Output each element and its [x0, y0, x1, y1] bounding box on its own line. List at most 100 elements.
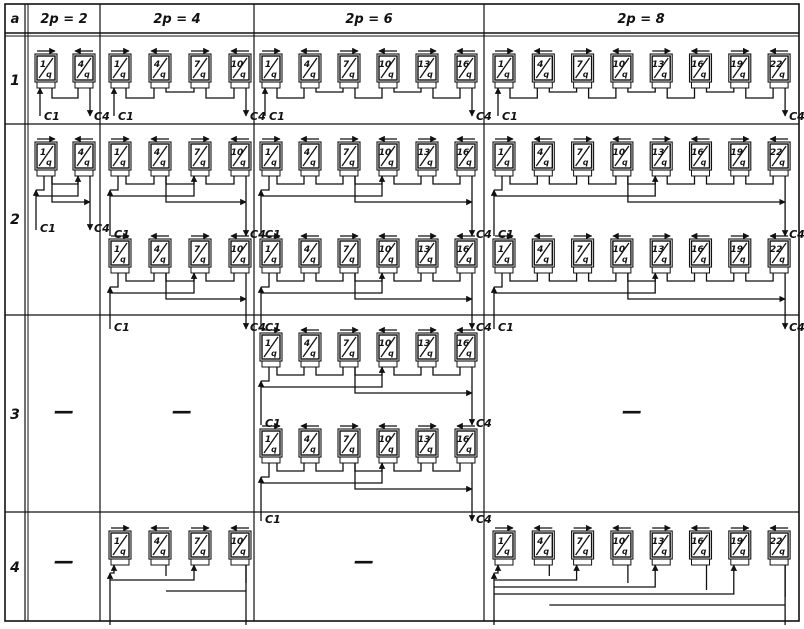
- coil-lead: [261, 81, 281, 89]
- wire: [354, 463, 473, 493]
- wire: [732, 145, 748, 167]
- wire: [393, 176, 422, 185]
- coil-number: 13: [652, 60, 665, 70]
- coil-number: 10: [613, 148, 626, 158]
- wire: [112, 534, 128, 556]
- wire: [152, 534, 168, 556]
- coil-denominator: q: [200, 70, 206, 79]
- wire: [51, 176, 91, 206]
- coil-number: 13: [418, 339, 431, 349]
- wire: [627, 273, 786, 303]
- coil-denominator: q: [504, 547, 510, 556]
- coil-number: 1: [498, 537, 504, 547]
- coil-denominator: q: [271, 255, 277, 264]
- coil-lead: [150, 81, 170, 89]
- wire: [276, 273, 305, 282]
- wire: [354, 463, 383, 472]
- empty-mark-r3-c2: —: [172, 399, 192, 423]
- coil-lead: [769, 169, 789, 177]
- coil-denominator: q: [740, 255, 746, 264]
- terminal-c4: C4: [94, 110, 110, 123]
- column-header-2p4: 2p = 4: [153, 12, 200, 27]
- coil-lead: [573, 266, 593, 274]
- coil-denominator: q: [583, 158, 589, 167]
- coil-denominator: q: [583, 70, 589, 79]
- coil-lead: [612, 558, 632, 566]
- coil-denominator: q: [701, 70, 707, 79]
- coil-number: 1: [498, 148, 504, 158]
- coil-denominator: q: [661, 547, 667, 556]
- wire: [165, 176, 247, 206]
- coil-number: 1: [265, 339, 271, 349]
- coil-number: 13: [418, 245, 431, 255]
- wire: [232, 534, 248, 556]
- wire: [76, 57, 92, 79]
- wire: [666, 88, 696, 99]
- wire: [587, 273, 617, 282]
- coil-number: 7: [194, 245, 201, 255]
- terminal-c1: C1: [502, 110, 518, 123]
- coil-denominator: q: [240, 70, 246, 79]
- coil-number: 1: [498, 245, 504, 255]
- wire: [432, 367, 461, 376]
- coil-lead: [533, 266, 553, 274]
- wire: [341, 57, 357, 79]
- wire: [653, 145, 669, 167]
- wire: [51, 176, 79, 185]
- coil-lead: [494, 81, 514, 89]
- wire: [261, 175, 386, 197]
- wire: [354, 367, 473, 397]
- coil-denominator: q: [240, 158, 246, 167]
- coil-denominator: q: [388, 70, 394, 79]
- coil-lead: [339, 456, 359, 464]
- coil-lead: [417, 266, 437, 274]
- wire: [112, 57, 128, 79]
- coil-denominator: q: [160, 255, 166, 264]
- coil-number: 1: [40, 148, 46, 158]
- coil-denominator: q: [349, 349, 355, 358]
- wire: [112, 145, 128, 167]
- coil-lead: [230, 558, 250, 566]
- coil-number: 19: [731, 148, 744, 158]
- coil-lead: [730, 169, 750, 177]
- wire: [380, 57, 396, 79]
- wire: [745, 176, 774, 185]
- wire: [192, 242, 208, 264]
- coil-denominator: q: [310, 255, 316, 264]
- coil-lead: [110, 169, 130, 177]
- wire: [263, 336, 279, 358]
- coil-denominator: q: [310, 70, 316, 79]
- wire: [261, 367, 270, 382]
- coil-lead: [300, 81, 320, 89]
- coil-number: 16: [691, 60, 704, 70]
- wire: [494, 564, 502, 574]
- coil-denominator: q: [160, 547, 166, 556]
- wire: [261, 463, 270, 478]
- coil-number: 10: [231, 537, 244, 547]
- wire: [38, 145, 54, 167]
- wire: [192, 145, 208, 167]
- wire: [38, 57, 54, 79]
- coil-lead: [261, 456, 281, 464]
- coil-lead: [730, 266, 750, 274]
- coil-denominator: q: [200, 158, 206, 167]
- coil-denominator: q: [388, 255, 394, 264]
- wire: [692, 145, 709, 167]
- wire: [232, 145, 248, 167]
- coil-number: 1: [265, 148, 271, 158]
- wire: [315, 88, 344, 93]
- coil-number: 10: [379, 60, 392, 70]
- coil-number: 10: [379, 245, 392, 255]
- wire: [232, 57, 248, 79]
